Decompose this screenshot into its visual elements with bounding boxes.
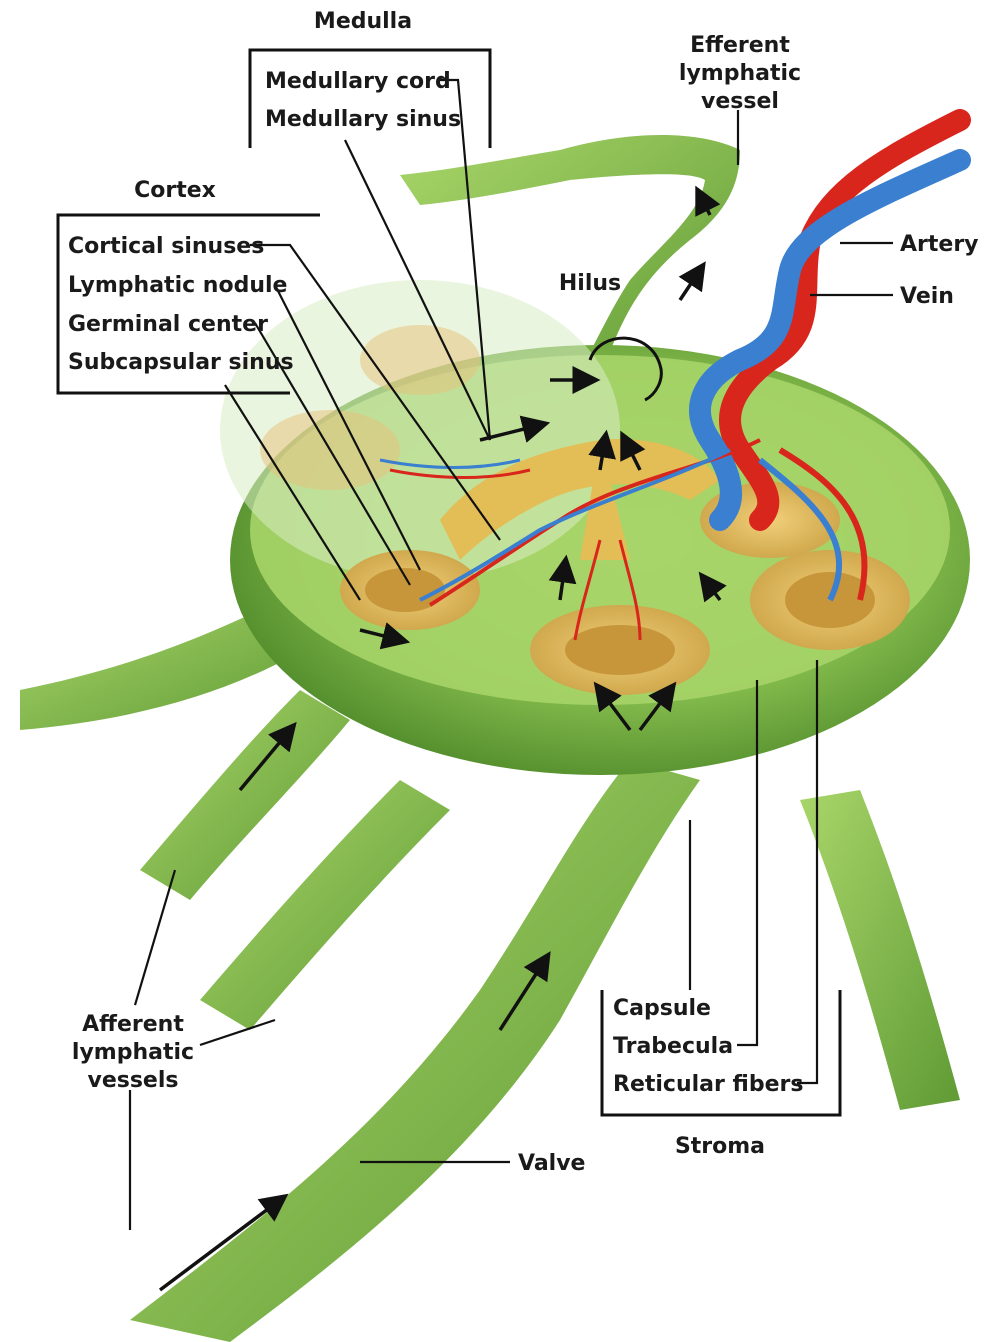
- leader-afferent-a: [135, 870, 175, 1005]
- label-valve: Valve: [518, 1151, 585, 1176]
- germinal-center: [565, 625, 675, 675]
- label-medullary-sinus: Medullary sinus: [265, 107, 461, 132]
- label-cortical-sinuses: Cortical sinuses: [68, 234, 264, 259]
- label-reticular-fibers: Reticular fibers: [613, 1072, 803, 1097]
- label-vein: Vein: [900, 284, 954, 309]
- medulla-bracket: [250, 50, 490, 148]
- label-stroma: Stroma: [675, 1134, 765, 1159]
- label-hilus: Hilus: [559, 271, 621, 296]
- afferent-vessel-right: [800, 790, 960, 1110]
- label-germinal-center: Germinal center: [68, 312, 268, 337]
- label-artery: Artery: [900, 232, 979, 257]
- label-medullary-cord: Medullary cord: [265, 69, 451, 94]
- label-afferent-line1: Afferent: [82, 1012, 184, 1037]
- label-medulla: Medulla: [314, 9, 412, 34]
- label-efferent-line1: Efferent: [690, 33, 790, 58]
- label-afferent-line2: lymphatic: [72, 1040, 194, 1065]
- label-lymphatic-nodule: Lymphatic nodule: [68, 273, 287, 298]
- label-subcapsular-sinus: Subcapsular sinus: [68, 350, 294, 375]
- label-cortex: Cortex: [134, 178, 216, 203]
- label-trabecula: Trabecula: [613, 1034, 733, 1059]
- label-efferent-line2: lymphatic: [679, 61, 801, 86]
- label-capsule: Capsule: [613, 996, 711, 1021]
- leader-afferent-b: [200, 1020, 275, 1045]
- label-afferent-line3: vessels: [87, 1068, 178, 1093]
- label-efferent-line3: vessel: [701, 89, 779, 114]
- flow-arrow: [680, 270, 700, 300]
